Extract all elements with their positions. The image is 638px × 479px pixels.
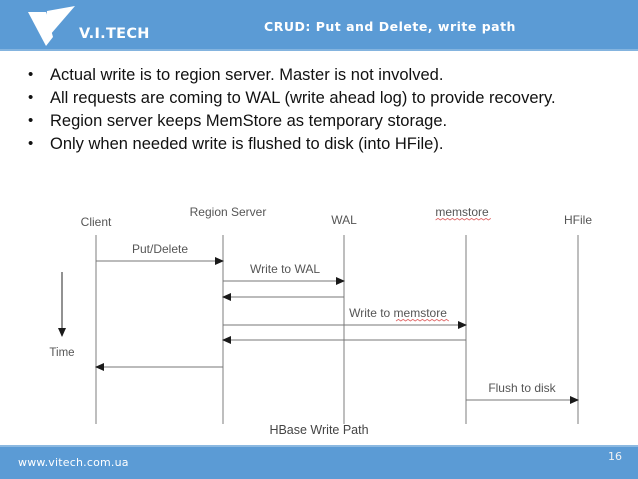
- lifeline-memstore: memstore: [435, 205, 492, 424]
- bullet-marker-icon: •: [28, 89, 34, 106]
- message-label-write-to-memstore: Write to memstore: [349, 306, 447, 320]
- bullet-item: • Only when needed write is flushed to d…: [28, 133, 618, 155]
- message-write-to-memstore: Write to memstore: [223, 306, 467, 329]
- message-label-write-to-wal: Write to WAL: [250, 262, 320, 276]
- bullet-text: Actual write is to region server. Master…: [50, 66, 444, 84]
- bullet-item: • Actual write is to region server. Mast…: [28, 64, 618, 86]
- lifeline-hfile: HFile: [564, 213, 592, 424]
- time-axis: Time: [49, 272, 75, 359]
- lifeline-wal: WAL: [331, 213, 357, 424]
- bullet-marker-icon: •: [28, 66, 34, 83]
- brand-logo: V.I.TECH: [26, 4, 149, 48]
- lifeline-label-region-server: Region Server: [190, 205, 267, 219]
- bullet-list: • Actual write is to region server. Mast…: [28, 64, 618, 156]
- slide-title: CRUD: Put and Delete, write path: [264, 19, 516, 34]
- message-write-to-wal: Write to WAL: [223, 262, 345, 285]
- slide-header-bar: V.I.TECH CRUD: Put and Delete, write pat…: [0, 0, 638, 51]
- lifeline-label-memstore: memstore: [435, 205, 489, 219]
- message-label-put-delete: Put/Delete: [132, 242, 188, 256]
- time-axis-label: Time: [49, 347, 74, 359]
- footer-website-url[interactable]: www.vitech.com.ua: [18, 456, 129, 469]
- message-flush-to-disk: Flush to disk: [466, 381, 579, 404]
- bullet-marker-icon: •: [28, 112, 34, 129]
- lifeline-label-hfile: HFile: [564, 213, 592, 227]
- lifeline-client: Client: [81, 215, 112, 424]
- brand-logo-text: V.I.TECH: [79, 26, 150, 42]
- spellcheck-underline-icon: [435, 217, 492, 221]
- bullet-text: Only when needed write is flushed to dis…: [50, 135, 444, 153]
- slide-footer-bar: www.vitech.com.ua 16: [0, 445, 638, 479]
- slide-page-number: 16: [608, 450, 622, 463]
- message-put-delete: Put/Delete: [96, 242, 224, 265]
- diagram-caption: HBase Write Path: [269, 423, 368, 437]
- message-label-flush-to-disk: Flush to disk: [488, 381, 556, 395]
- spellcheck-underline-icon: [395, 318, 450, 322]
- lifeline-label-wal: WAL: [331, 213, 357, 227]
- bullet-text: All requests are coming to WAL (write ah…: [50, 89, 556, 107]
- lifeline-region-server: Region Server: [190, 205, 267, 424]
- vitech-checkmark-icon: [28, 6, 75, 46]
- bullet-item: • Region server keeps MemStore as tempor…: [28, 110, 618, 132]
- bullet-item: • All requests are coming to WAL (write …: [28, 87, 618, 109]
- bullet-text: Region server keeps MemStore as temporar…: [50, 112, 448, 130]
- bullet-marker-icon: •: [28, 135, 34, 152]
- lifeline-label-client: Client: [81, 215, 112, 229]
